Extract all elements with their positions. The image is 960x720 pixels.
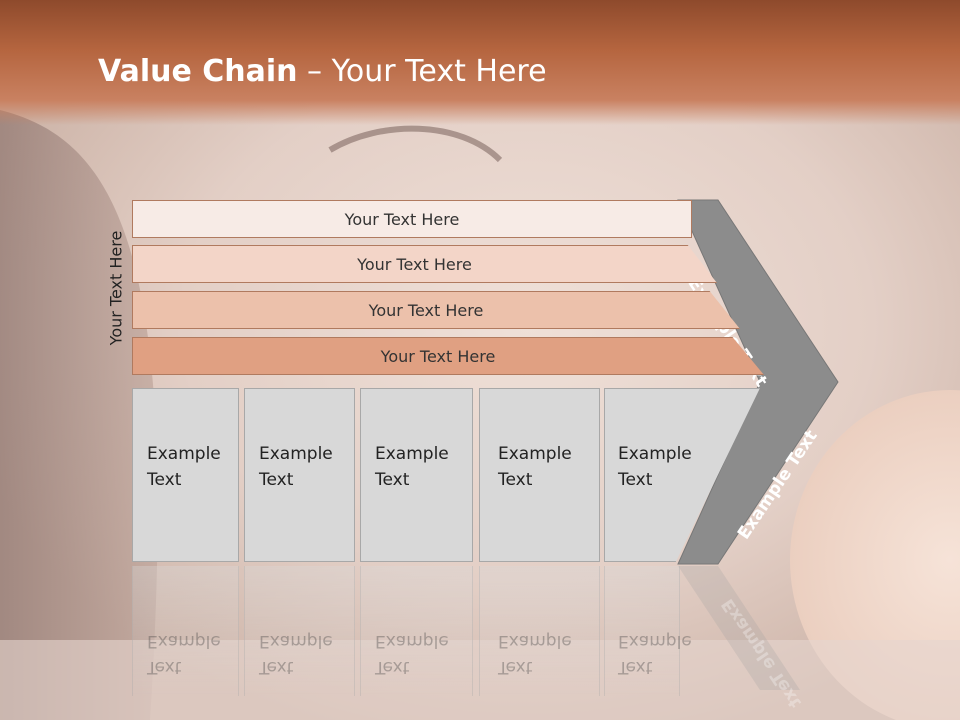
activity-box-2-line1: Example [259,444,333,464]
chevron-arrow-reflection [678,566,800,690]
activity-box-3-line1: Example [375,444,449,464]
box-reflection-4-line2: Text [498,657,533,677]
activity-box-3: Example Text [360,388,473,562]
value-bar-3-label: Your Text Here [368,300,484,320]
chevron-arrow-shape [677,199,839,565]
title-bold: Value Chain [98,54,298,89]
box-reflection-1: Text Example [132,566,239,696]
activity-box-3-line2: Text [375,470,410,490]
value-bar-3: Your Text Here [132,291,740,329]
activity-box-2: Example Text [244,388,355,562]
value-bar-4: Your Text Here [132,337,764,375]
box-reflection-3-line2: Text [375,657,410,677]
title-separator: – [297,54,332,89]
box-reflection-2: Text Example [244,566,355,696]
activity-box-1: Example Text [132,388,239,562]
value-bar-4-label: Your Text Here [380,346,496,366]
value-bar-1: Your Text Here [132,200,692,238]
activity-box-4-line1: Example [498,444,572,464]
box-reflection-5-line2: Text [618,657,653,677]
value-bar-1-label: Your Text Here [344,209,460,229]
box-reflection-5: Text Example [604,566,692,696]
activity-box-1-line2: Text [147,470,182,490]
box-reflection-2-line1: Example [259,631,333,651]
activity-box-4: Example Text [479,388,600,562]
page-title: Value Chain – Your Text Here [98,54,547,89]
activity-box-4-line2: Text [498,470,533,490]
box-reflection-4-line1: Example [498,631,572,651]
box-reflection-5-line1: Example [618,631,692,651]
activity-box-5-line1: Example [618,444,692,464]
value-bar-2-label: Your Text Here [357,254,472,274]
box-reflection-2-line2: Text [259,657,294,677]
box-reflection-4: Text Example [479,566,600,696]
title-rest: Your Text Here [331,54,547,89]
box-reflection-1-line1: Example [147,631,221,651]
activity-box-1-line1: Example [147,444,221,464]
value-bar-2: Your Text Here [132,245,717,283]
activity-box-2-line2: Text [259,470,294,490]
header-band [0,0,960,125]
box-reflection-1-line2: Text [147,657,182,677]
box-reflection-3-line1: Example [375,631,449,651]
box-reflection-3: Text Example [360,566,473,696]
activity-box-5-line2: Text [618,470,653,490]
